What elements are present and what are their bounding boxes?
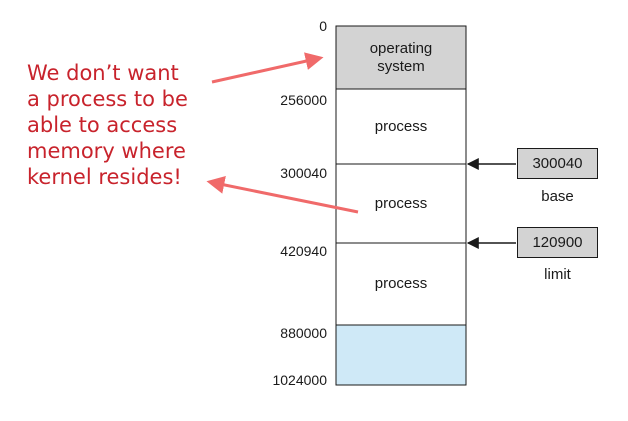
segment-label-process: process xyxy=(374,117,428,135)
segment-label-os: operating system xyxy=(369,39,433,75)
address-label: 0 xyxy=(319,18,327,34)
annotation-arrow-to-os xyxy=(211,52,324,84)
address-label: 1024000 xyxy=(272,372,327,388)
limit-register-label: limit xyxy=(544,266,571,283)
segment-label-process: process xyxy=(374,275,428,292)
process-segment-1 xyxy=(335,88,467,165)
base-register-label: base xyxy=(541,188,574,205)
address-label: 300040 xyxy=(280,165,327,181)
process-segment-3 xyxy=(335,242,467,326)
free-memory-segment xyxy=(335,324,467,386)
address-label: 420940 xyxy=(280,243,327,259)
base-register-value: 300040 xyxy=(517,148,598,179)
address-label: 880000 xyxy=(280,325,327,341)
os-segment xyxy=(335,25,467,90)
address-label: 256000 xyxy=(280,92,327,108)
limit-register-value: 120900 xyxy=(517,227,598,258)
annotation-text: We don’t want a process to be able to ac… xyxy=(27,61,188,189)
segment-label-process: process xyxy=(374,194,428,212)
process-segment-2 xyxy=(335,163,467,244)
annotation-arrow-from-process xyxy=(206,176,359,214)
